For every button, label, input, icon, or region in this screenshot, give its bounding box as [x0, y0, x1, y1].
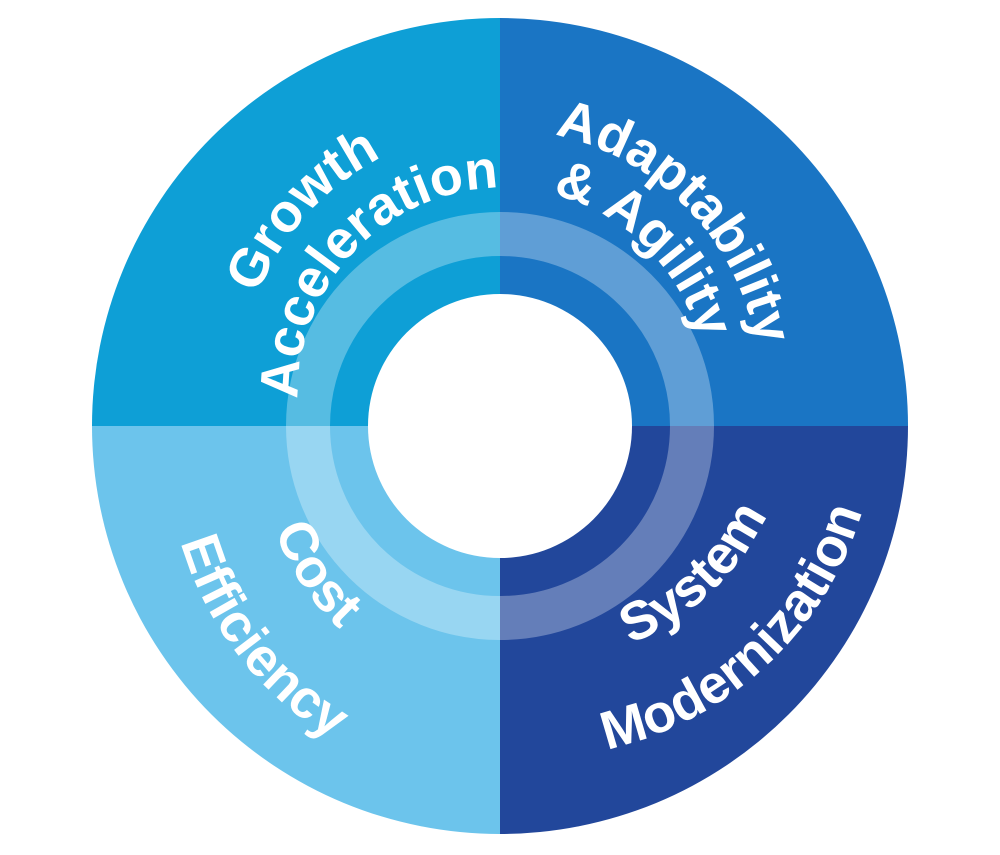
inner-ring: [286, 212, 714, 640]
quadrant-cost-efficiency: [92, 426, 500, 834]
quadrant-adaptability-agility: [500, 18, 908, 426]
center-circle: [368, 294, 632, 558]
quadrant-growth-acceleration: [92, 18, 500, 426]
quadrant-system-modernization: [500, 426, 908, 834]
